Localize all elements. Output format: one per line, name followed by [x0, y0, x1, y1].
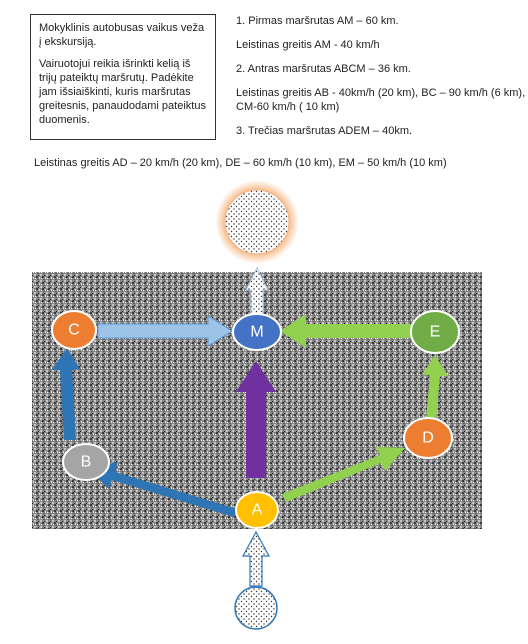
arrow-a-to-m-purple [236, 361, 276, 478]
svg-text:B: B [81, 454, 92, 471]
node-b: B [62, 443, 110, 481]
task-box: Mokyklinis autobusas vaikus veža į eksku… [30, 14, 216, 140]
node-m: M [232, 313, 282, 351]
route-2: 2. Antras maršrutas ABCM – 36 km. [236, 63, 411, 75]
route-3: 3. Trečias maršrutas ADEM – 40km. [236, 125, 413, 137]
route-3-speed: Leistinas greitis AD – 20 km/h (20 km), … [34, 157, 447, 169]
route-1-speed: Leistinas greitis AM - 40 km/h [236, 39, 380, 51]
node-d: D [403, 417, 453, 459]
task-instruction: Vairuotojui reikia išrinkti kelią iš tri… [39, 58, 206, 126]
route-2-speed: Leistinas greitis AB - 40km/h (20 km), B… [236, 87, 526, 113]
arrow-a-to-b-blue [88, 462, 237, 517]
node-e: E [410, 310, 460, 354]
route-info: 1. Pirmas maršrutas AM – 60 km. Leistina… [236, 14, 526, 148]
svg-text:C: C [68, 322, 80, 339]
svg-text:D: D [422, 430, 434, 447]
node-c: C [51, 310, 97, 350]
node-a: A [235, 491, 279, 529]
arrow-start-to-a [241, 530, 271, 587]
svg-text:M: M [250, 324, 263, 341]
arrow-d-to-e-green [422, 355, 448, 420]
arrow-e-to-m-green [280, 314, 414, 348]
arrow-a-to-d-green [282, 447, 405, 502]
destination-circle [224, 189, 290, 255]
arrow-b-to-c-blue [52, 348, 80, 440]
route-1: 1. Pirmas maršrutas AM – 60 km. [236, 15, 399, 27]
svg-text:E: E [430, 324, 441, 341]
arrow-c-to-m-lightblue [97, 315, 233, 347]
task-intro: Mokyklinis autobusas vaikus veža į eksku… [39, 22, 205, 48]
start-circle [234, 586, 278, 630]
svg-text:A: A [252, 502, 263, 519]
arrow-m-to-destination [245, 266, 269, 319]
